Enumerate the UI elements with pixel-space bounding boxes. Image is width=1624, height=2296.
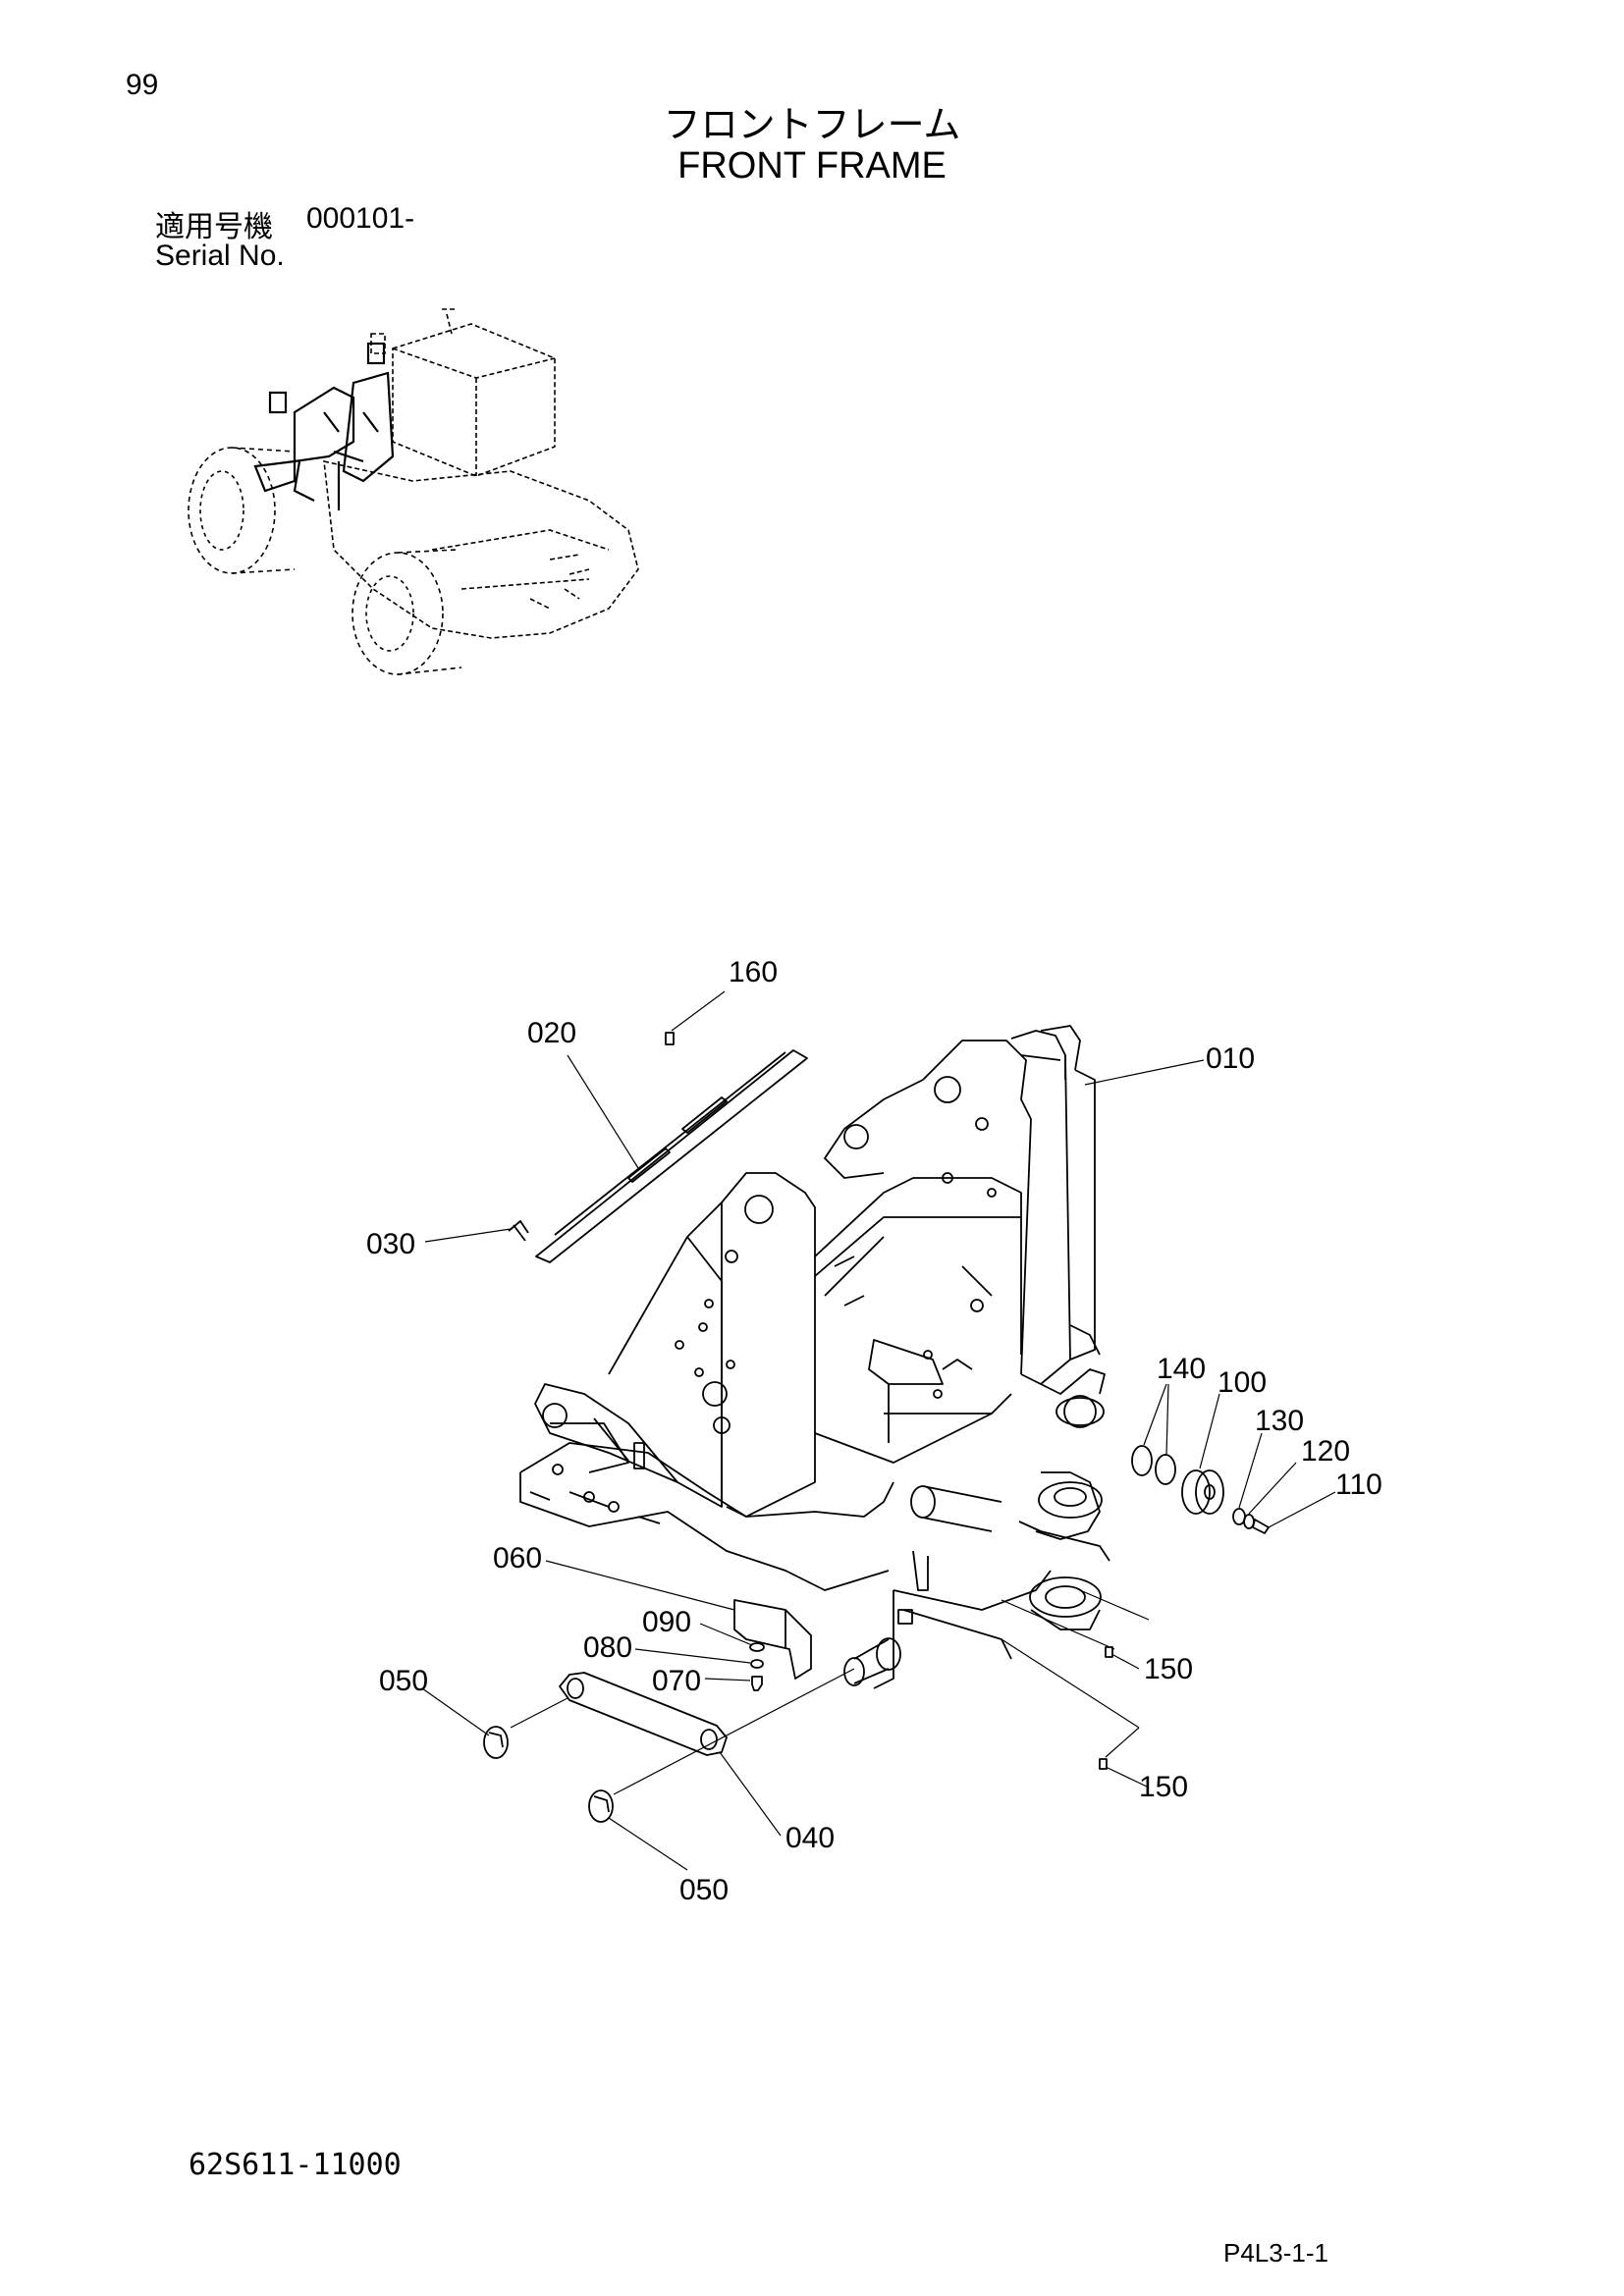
bolt-030 <box>508 1220 529 1242</box>
bracket-060 <box>733 1599 812 1680</box>
callout-100: 100 <box>1218 1366 1267 1399</box>
callout-030: 030 <box>366 1228 415 1260</box>
callout-070: 070 <box>652 1665 701 1697</box>
page-number: 99 <box>126 69 159 101</box>
callout-labels: 160 020 010 030 140 100 130 120 110 060 … <box>366 956 1382 1906</box>
callout-040: 040 <box>785 1822 835 1854</box>
callout-020: 020 <box>527 1017 576 1049</box>
lock-washer-080 <box>750 1659 764 1669</box>
bolt-110 <box>1252 1519 1270 1534</box>
callout-050-upper: 050 <box>379 1665 428 1697</box>
rear-wheel <box>188 447 296 574</box>
serial-label-japanese: 適用号機 <box>155 210 273 244</box>
serial-number-value: 000101- <box>306 202 415 235</box>
callout-060: 060 <box>493 1542 542 1575</box>
callout-150-lower: 150 <box>1139 1771 1188 1803</box>
grease-fitting-150-lower <box>1099 1758 1108 1770</box>
bushing-100 <box>1181 1469 1224 1515</box>
callout-130: 130 <box>1255 1405 1304 1437</box>
grease-fitting-160 <box>665 1032 675 1045</box>
grease-fitting-150-upper <box>1105 1646 1113 1658</box>
callout-090: 090 <box>642 1606 691 1638</box>
callout-010: 010 <box>1206 1042 1255 1075</box>
snap-ring-050-lower <box>588 1789 614 1823</box>
front-frame-highlight <box>253 342 395 510</box>
callout-150-upper: 150 <box>1144 1653 1193 1685</box>
page-title-japanese: フロントフレーム <box>663 103 961 146</box>
washer-090 <box>749 1642 765 1652</box>
serial-label: Serial No. <box>155 240 285 272</box>
body-outline <box>323 459 639 639</box>
callout-110: 110 <box>1335 1468 1382 1501</box>
front-frame-body-010 <box>519 1025 1110 1689</box>
page-code: P4L3-1-1 <box>1223 2238 1328 2268</box>
callout-160: 160 <box>729 956 778 988</box>
leader-lines <box>421 990 1336 1871</box>
callout-050-lower: 050 <box>679 1874 729 1906</box>
part-number: 62S611-11000 <box>189 2148 402 2182</box>
front-wheel <box>352 549 462 675</box>
link-040 <box>559 1672 728 1756</box>
page-title: FRONT FRAME <box>677 145 947 187</box>
cover-plate-020 <box>535 1049 808 1263</box>
callout-080: 080 <box>583 1631 632 1664</box>
shim-140 <box>1131 1445 1176 1485</box>
snap-ring-050-upper <box>483 1726 509 1759</box>
callout-120: 120 <box>1301 1435 1350 1468</box>
callout-140: 140 <box>1157 1353 1206 1385</box>
bolt-070 <box>751 1676 763 1691</box>
